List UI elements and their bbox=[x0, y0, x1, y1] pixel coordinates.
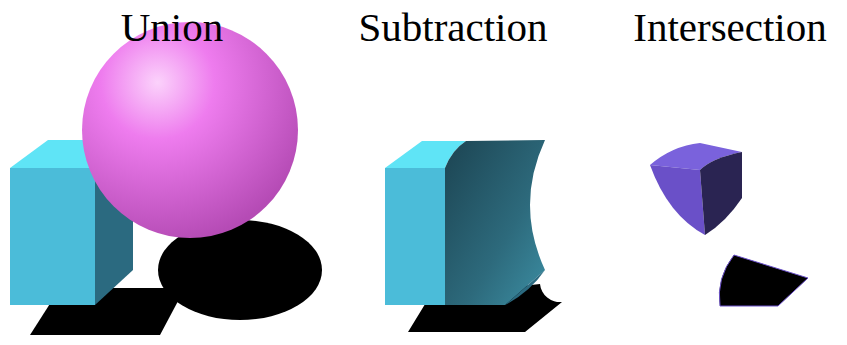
operation-label: Subtraction bbox=[358, 4, 547, 51]
spherical-cavity bbox=[445, 140, 545, 305]
cube-front bbox=[10, 168, 95, 305]
sphere bbox=[82, 22, 298, 238]
cube-side bbox=[505, 270, 545, 305]
intersection-side bbox=[700, 152, 742, 235]
operation-label: Intersection bbox=[633, 4, 827, 51]
operation-label: Union bbox=[121, 4, 224, 51]
intersection-shadow bbox=[719, 255, 808, 306]
intersection-front bbox=[650, 165, 705, 235]
cube-front bbox=[385, 168, 445, 305]
